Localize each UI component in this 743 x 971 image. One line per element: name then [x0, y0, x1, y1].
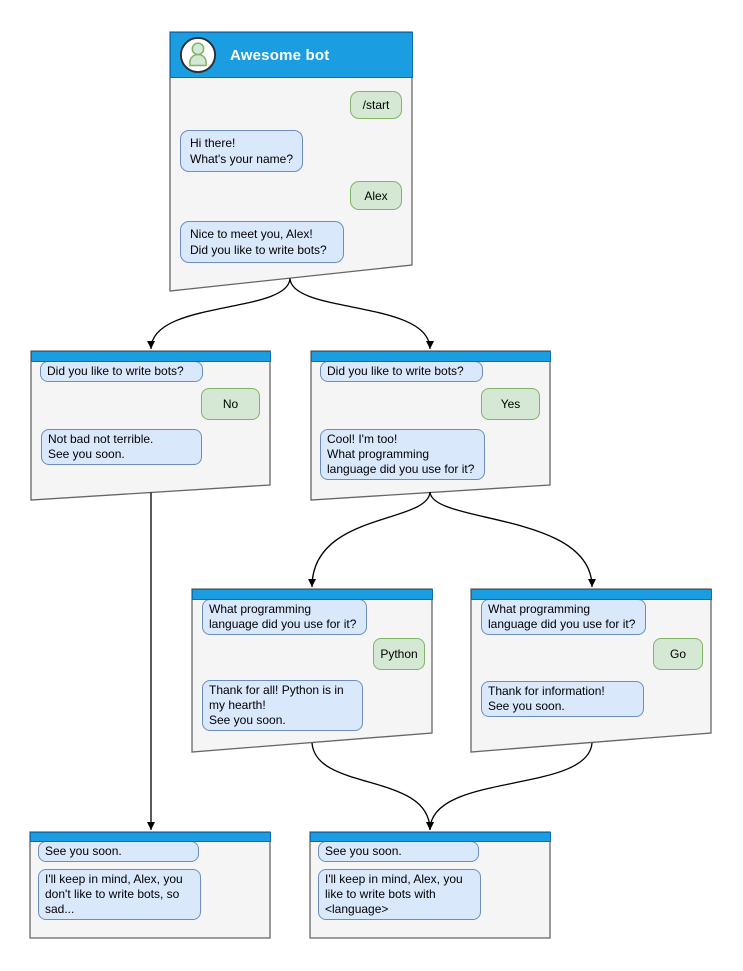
arrow-yes-to-python — [308, 491, 431, 588]
branch-go-header — [471, 589, 712, 600]
main-window-header: Awesome bot — [170, 32, 413, 78]
bot-message-bubble: I'll keep in mind, Alex, you don't like … — [38, 869, 201, 920]
bot-message-bubble: Thank for information! See you soon. — [481, 681, 644, 717]
bot-message-bubble: Did you like to write bots? — [320, 361, 483, 382]
arrow-main-to-yes — [289, 278, 434, 350]
bot-message-bubble: Cool! I'm too! What programming language… — [320, 429, 485, 480]
branch-python-header — [192, 589, 433, 600]
bot-message-bubble: Nice to meet you, Alex! Did you like to … — [180, 221, 344, 263]
bot-message-bubble: What programming language did you use fo… — [481, 599, 646, 635]
user-message-bubble: /start — [350, 91, 402, 119]
bot-message-bubble: Did you like to write bots? — [40, 361, 203, 382]
bot-message-bubble: Hi there! What's your name? — [180, 130, 303, 172]
user-message-bubble: Go — [653, 638, 703, 670]
end-yes-header — [310, 832, 551, 842]
bot-message-bubble: What programming language did you use fo… — [202, 599, 367, 635]
branch-yes-header — [311, 351, 551, 362]
user-message-bubble: No — [201, 388, 260, 420]
user-message-bubble: Python — [373, 638, 425, 670]
arrow-yes-to-go — [429, 491, 596, 588]
bot-message-bubble: Thank for all! Python is in my hearth! S… — [202, 680, 363, 731]
user-message-bubble: Alex — [350, 181, 402, 210]
bot-avatar-icon — [179, 36, 217, 74]
bot-message-bubble: See you soon. — [318, 841, 479, 862]
bot-message-bubble: See you soon. — [38, 841, 199, 862]
bot-title: Awesome bot — [230, 46, 330, 64]
user-message-bubble: Yes — [481, 388, 540, 420]
arrow-python-to-end — [311, 742, 434, 831]
arrow-go-to-end — [426, 742, 593, 831]
arrow-main-to-no — [147, 278, 291, 350]
end-no-header — [30, 832, 271, 842]
branch-no-header — [31, 351, 271, 362]
bot-message-bubble: Not bad not terrible. See you soon. — [41, 429, 202, 465]
bot-message-bubble: I'll keep in mind, Alex, you like to wri… — [318, 869, 481, 920]
